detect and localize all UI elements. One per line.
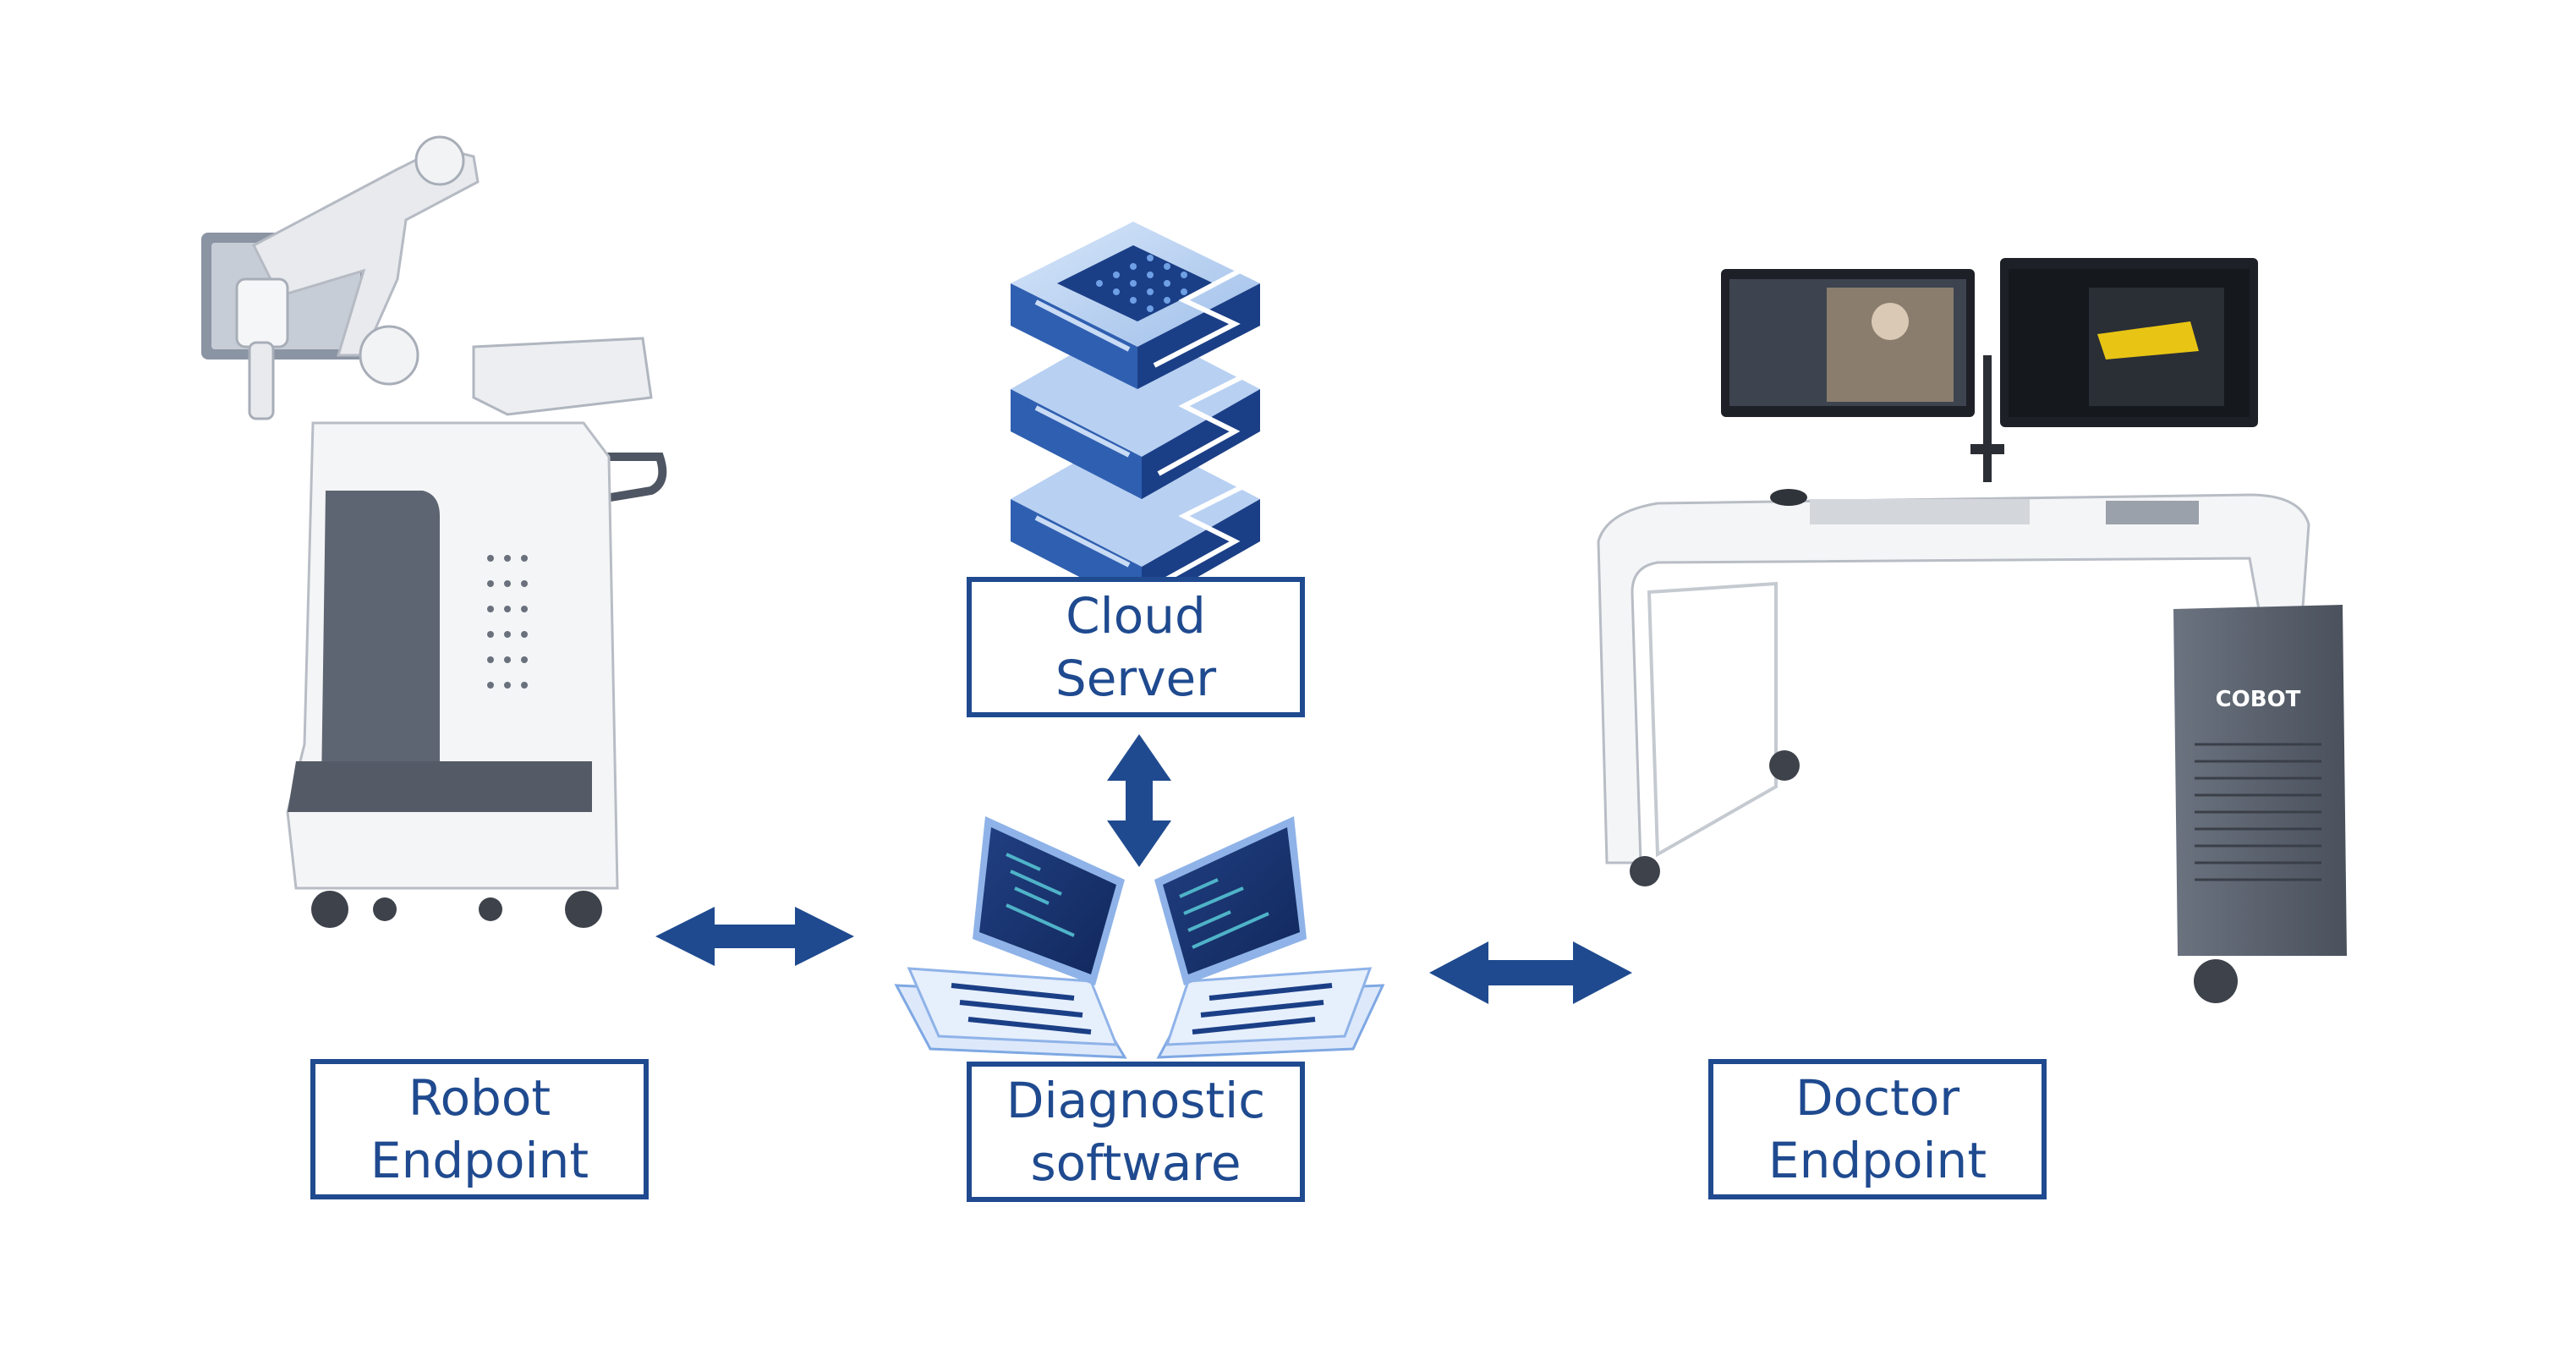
laptop-right: [1154, 816, 1385, 1059]
robot-arm-joint: [359, 325, 419, 386]
desk-wheel: [1769, 750, 1800, 781]
cabinet-logo: COBOT: [2216, 687, 2301, 712]
doctor-endpoint-label-line2: Endpoint: [1768, 1132, 1987, 1189]
ultrasound-doppler: [2097, 321, 2199, 359]
video-feed-patient: [1872, 303, 1909, 340]
arrow-server-software: [1107, 734, 1171, 867]
robot-arm-joint: [414, 135, 465, 186]
robot-base-band: [288, 761, 592, 812]
robot-side-panel: [321, 491, 440, 812]
cabinet-vent: [2195, 743, 2321, 881]
monitor-stand-clamp: [1970, 444, 2004, 454]
ultrasound-robot-cart: [201, 135, 667, 928]
desk-computer-cabinet: [2173, 605, 2347, 956]
diagnostic-software-label-line1: Diagnostic: [1006, 1072, 1266, 1129]
ultrasound-probe: [248, 341, 275, 420]
robot-control-panel: [472, 337, 653, 416]
desk-wheel: [2194, 959, 2238, 1003]
arrow-robot-software: [655, 907, 854, 966]
diagnostic-software-label-line2: software: [1030, 1134, 1241, 1192]
desk-touchpad: [2106, 501, 2199, 524]
robot-wheel: [565, 891, 602, 928]
robot-wheel: [373, 897, 397, 921]
server-stack-icon: [1011, 222, 1260, 609]
cloud-server-label: Cloud Server: [967, 577, 1305, 717]
desk-leg: [1647, 581, 1778, 858]
desk-frame: [1597, 493, 2310, 864]
arrow-software-doctor: [1429, 941, 1632, 1004]
cloud-server-label-line2: Server: [1055, 650, 1217, 707]
robot-endpoint-label-line1: Robot: [408, 1069, 551, 1127]
cloud-server-label-line1: Cloud: [1066, 587, 1206, 645]
robot-endpoint-label-line2: Endpoint: [370, 1132, 589, 1189]
robot-vent-grille: [487, 555, 528, 689]
robot-wheel: [479, 897, 502, 921]
laptop-pair-icon: [894, 816, 1385, 1059]
desk-mouse: [1770, 489, 1807, 506]
robot-probe-holder: [235, 277, 289, 348]
doctor-endpoint-label: Doctor Endpoint: [1708, 1059, 2047, 1199]
robot-wheel: [311, 891, 348, 928]
doctor-endpoint-label-line1: Doctor: [1795, 1069, 1960, 1127]
monitor-stand: [1983, 355, 1992, 482]
doctor-workstation-desk: COBOT: [1597, 258, 2347, 1003]
desk-keyboard: [1810, 499, 2030, 524]
diagnostic-software-label: Diagnostic software: [967, 1062, 1305, 1202]
desk-wheel: [1630, 856, 1660, 886]
laptop-left: [894, 816, 1127, 1059]
robot-handle: [588, 453, 667, 503]
robot-endpoint-label: Robot Endpoint: [310, 1059, 649, 1199]
